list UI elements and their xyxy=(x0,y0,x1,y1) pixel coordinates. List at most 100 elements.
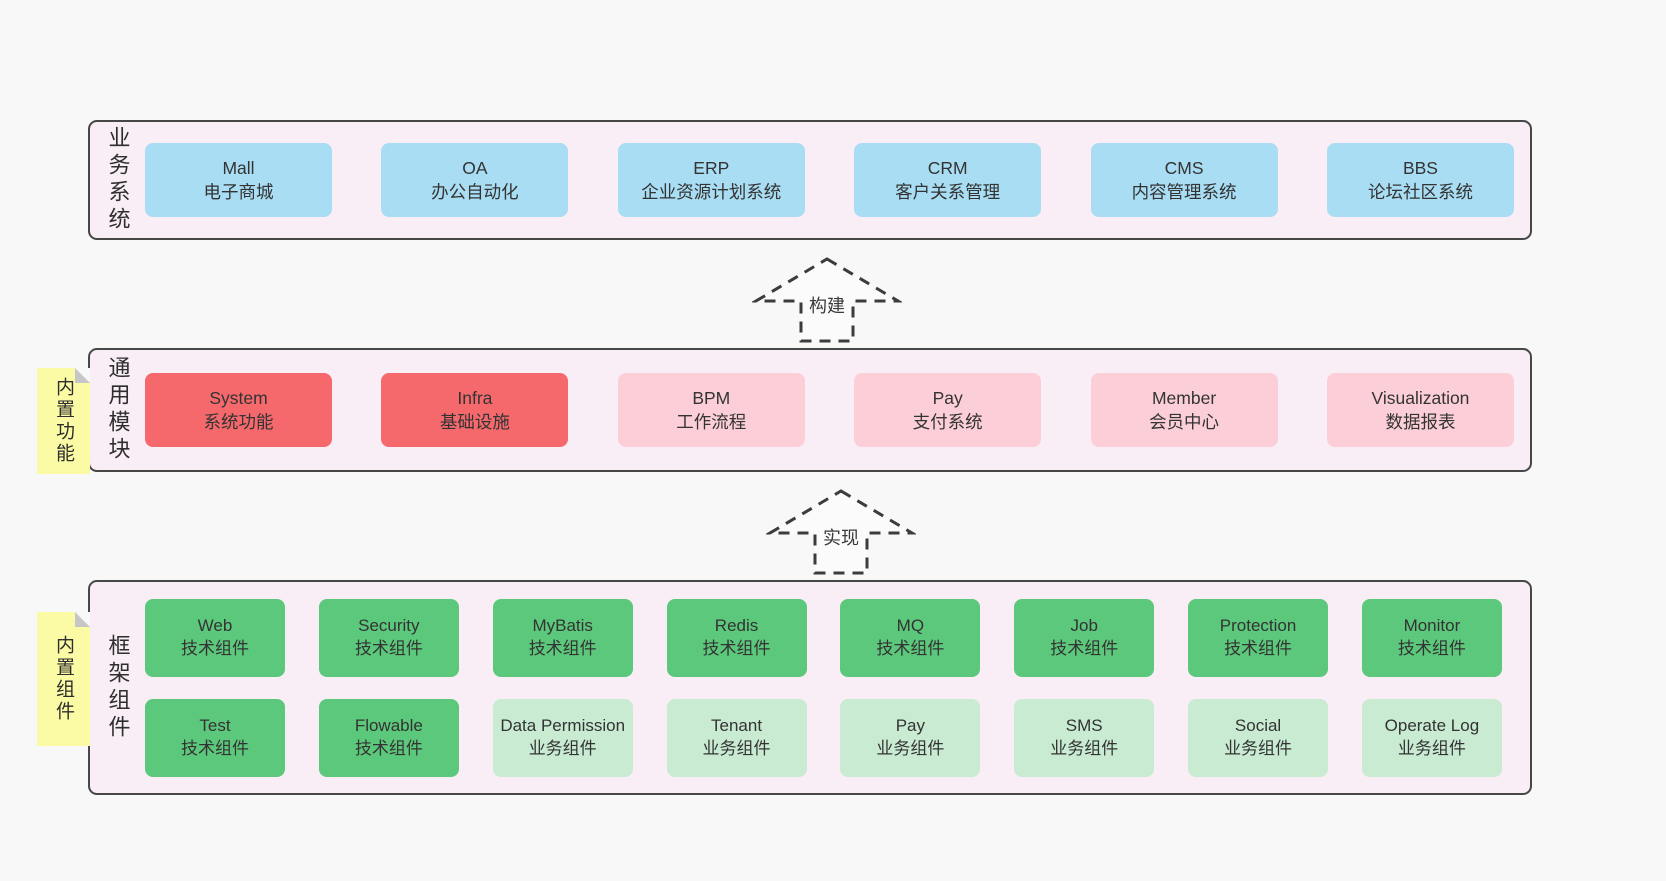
box-subtitle: 技术组件 xyxy=(354,638,423,658)
box-security: Security 技术组件 xyxy=(318,598,459,677)
sticky-tag-built-in-features: 内置功能 xyxy=(37,368,90,474)
box-subtitle: 工作流程 xyxy=(676,412,747,432)
sticky-tag-built-in-components: 内置组件 xyxy=(37,612,90,746)
box-oa: OA 办公自动化 xyxy=(381,143,569,217)
box-title: System xyxy=(209,387,268,408)
box-redis: Redis 技术组件 xyxy=(666,598,807,677)
box-subtitle: 客户关系管理 xyxy=(895,182,1001,202)
box-protection: Protection 技术组件 xyxy=(1188,598,1329,677)
box-bpm: BPM 工作流程 xyxy=(617,373,805,447)
box-monitor: Monitor 技术组件 xyxy=(1361,598,1502,677)
box-title: BBS xyxy=(1402,157,1438,178)
box-subtitle: 技术组件 xyxy=(1397,638,1466,658)
box-title: Security xyxy=(358,616,420,636)
box-subtitle: 电子商城 xyxy=(203,182,274,202)
arrow-implement: 实现 xyxy=(766,487,916,575)
box-subtitle: 技术组件 xyxy=(876,638,945,658)
box-subtitle: 业务组件 xyxy=(528,738,597,758)
box-title: BPM xyxy=(692,387,731,408)
box-subtitle: 企业资源计划系统 xyxy=(641,182,782,202)
box-subtitle: 业务组件 xyxy=(702,738,771,758)
component-row-2: Test 技术组件 Flowable 技术组件 Data Permission … xyxy=(145,698,1502,777)
box-title: Infra xyxy=(457,387,493,408)
box-system: System 系统功能 xyxy=(145,373,332,447)
layer-label-text: 业务系统 xyxy=(105,126,131,234)
module-box-row: System 系统功能 Infra 基础设施 BPM 工作流程 Pay 支付系统… xyxy=(145,350,1530,470)
box-title: OA xyxy=(462,157,488,178)
box-title: Flowable xyxy=(354,716,423,736)
box-crm: CRM 客户关系管理 xyxy=(854,143,1042,217)
box-cms: CMS 内容管理系统 xyxy=(1090,143,1278,217)
box-bbs: BBS 论坛社区系统 xyxy=(1326,143,1514,217)
box-mq: MQ 技术组件 xyxy=(840,598,981,677)
box-pay-module: Pay 支付系统 xyxy=(854,373,1042,447)
box-visualization: Visualization 数据报表 xyxy=(1326,373,1514,447)
layer-label-business: 业务系统 xyxy=(90,122,145,238)
box-flowable: Flowable 技术组件 xyxy=(318,698,459,777)
arrow-build-label: 构建 xyxy=(806,295,848,318)
box-subtitle: 业务组件 xyxy=(1050,738,1119,758)
box-title: Tenant xyxy=(711,716,763,736)
layer-label-text: 框架组件 xyxy=(105,633,131,742)
box-web: Web 技术组件 xyxy=(145,598,285,677)
box-subtitle: 技术组件 xyxy=(702,638,771,658)
box-subtitle: 支付系统 xyxy=(912,412,983,432)
box-subtitle: 内容管理系统 xyxy=(1131,182,1237,202)
box-title: CRM xyxy=(927,157,968,178)
box-subtitle: 数据报表 xyxy=(1385,412,1456,432)
box-pay-component: Pay 业务组件 xyxy=(840,698,981,777)
box-subtitle: 技术组件 xyxy=(1224,638,1293,658)
box-title: Monitor xyxy=(1403,616,1461,636)
sticky-tag-text: 内置功能 xyxy=(53,377,74,465)
box-subtitle: 技术组件 xyxy=(528,638,597,658)
box-job: Job 技术组件 xyxy=(1014,598,1155,677)
box-subtitle: 技术组件 xyxy=(181,638,249,658)
box-member: Member 会员中心 xyxy=(1090,373,1278,447)
layer-label-text: 通用模块 xyxy=(105,356,131,464)
box-title: Member xyxy=(1151,387,1217,408)
layer-label-components: 框架组件 xyxy=(90,582,145,793)
component-box-grid: Web 技术组件 Security 技术组件 MyBatis 技术组件 Redi… xyxy=(145,582,1530,793)
box-title: Web xyxy=(197,616,233,636)
box-test: Test 技术组件 xyxy=(145,698,285,777)
box-title: Test xyxy=(199,716,231,736)
box-subtitle: 基础设施 xyxy=(439,412,510,432)
box-title: Mall xyxy=(222,157,255,178)
box-mall: Mall 电子商城 xyxy=(145,143,332,217)
box-title: Pay xyxy=(895,716,926,736)
component-row-1: Web 技术组件 Security 技术组件 MyBatis 技术组件 Redi… xyxy=(145,598,1502,677)
box-subtitle: 技术组件 xyxy=(354,738,423,758)
box-title: Social xyxy=(1234,716,1282,736)
box-operate-log: Operate Log 业务组件 xyxy=(1361,698,1502,777)
box-subtitle: 技术组件 xyxy=(1050,638,1119,658)
box-title: SMS xyxy=(1065,716,1103,736)
box-title: Redis xyxy=(714,616,759,636)
box-title: Protection xyxy=(1219,616,1297,636)
box-title: CMS xyxy=(1164,157,1204,178)
box-title: Job xyxy=(1070,616,1098,636)
arrow-build: 构建 xyxy=(752,255,902,343)
box-tenant: Tenant 业务组件 xyxy=(666,698,807,777)
box-title: MyBatis xyxy=(532,616,593,636)
box-subtitle: 会员中心 xyxy=(1149,412,1220,432)
layer-label-modules: 通用模块 xyxy=(90,350,145,470)
sticky-tag-text: 内置组件 xyxy=(53,635,74,723)
arrow-implement-label: 实现 xyxy=(820,527,862,550)
business-box-row: Mall 电子商城 OA 办公自动化 ERP 企业资源计划系统 CRM 客户关系… xyxy=(145,122,1530,238)
box-data-permission: Data Permission 业务组件 xyxy=(492,698,633,777)
box-title: MQ xyxy=(896,616,925,636)
box-subtitle: 论坛社区系统 xyxy=(1367,182,1473,202)
layer-common-modules: 通用模块 System 系统功能 Infra 基础设施 BPM 工作流程 Pay… xyxy=(88,348,1532,472)
box-title: Operate Log xyxy=(1384,716,1480,736)
box-sms: SMS 业务组件 xyxy=(1014,698,1155,777)
box-title: Pay xyxy=(932,387,963,408)
box-title: Visualization xyxy=(1371,387,1470,408)
box-subtitle: 业务组件 xyxy=(1224,738,1293,758)
box-subtitle: 办公自动化 xyxy=(431,182,519,202)
box-title: Data Permission xyxy=(500,716,626,736)
box-subtitle: 业务组件 xyxy=(1397,738,1466,758)
box-infra: Infra 基础设施 xyxy=(381,373,569,447)
box-title: ERP xyxy=(693,157,730,178)
layer-business-systems: 业务系统 Mall 电子商城 OA 办公自动化 ERP 企业资源计划系统 CRM… xyxy=(88,120,1532,240)
layer-framework-components: 框架组件 Web 技术组件 Security 技术组件 MyBatis 技术组件… xyxy=(88,580,1532,795)
